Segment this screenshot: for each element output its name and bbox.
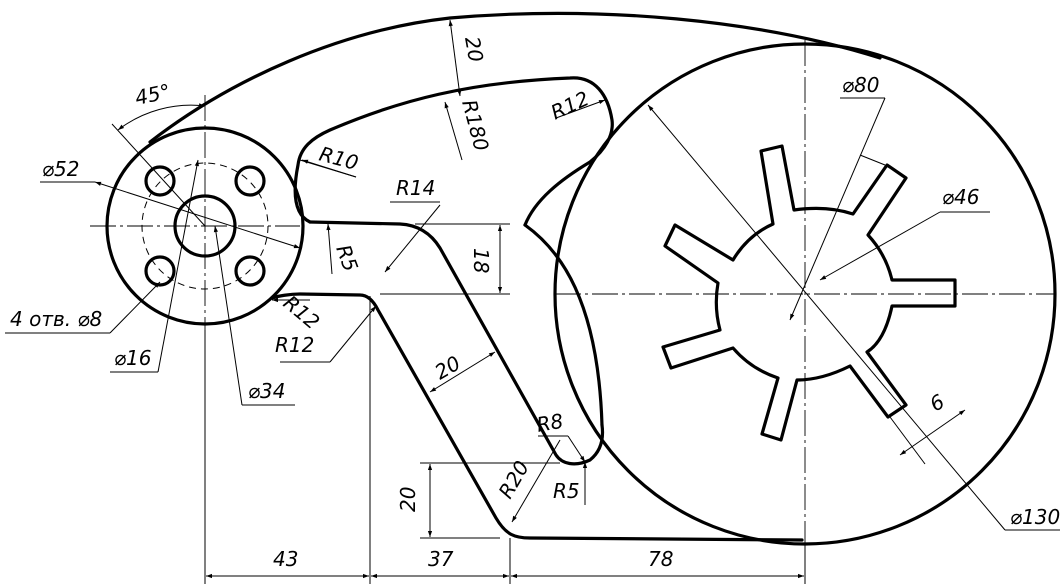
label-6: 6 — [926, 389, 949, 416]
dimension-labels: 45° ⌀52 4 отв. ⌀8 ⌀16 ⌀34 R10 R14 R5 R12… — [10, 35, 1060, 571]
label-diam-80: ⌀80 — [842, 73, 880, 97]
label-43: 43 — [273, 547, 298, 571]
label-diam-34: ⌀34 — [248, 379, 286, 403]
inner-channel-top — [308, 220, 605, 466]
label-diam-46: ⌀46 — [942, 185, 980, 209]
small-hole-3 — [144, 255, 176, 287]
small-hole-4 — [234, 255, 266, 287]
label-4-holes-diam-8: 4 отв. ⌀8 — [10, 307, 102, 331]
small-hole-2 — [234, 165, 266, 197]
label-45-deg: 45° — [133, 79, 173, 110]
label-r5-top: R5 — [331, 242, 363, 275]
label-r12-left: R12 — [279, 290, 325, 334]
label-r10: R10 — [317, 142, 361, 175]
small-hole-1 — [144, 165, 176, 197]
outer-top-arc — [148, 11, 882, 144]
label-20-top: 20 — [460, 35, 488, 64]
label-r8: R8 — [535, 409, 565, 437]
dimension-lines — [5, 19, 1060, 584]
right-connection — [523, 223, 604, 427]
label-diam-52: ⌀52 — [42, 157, 80, 181]
inner-channel-bottom — [270, 292, 804, 542]
label-18: 18 — [469, 248, 493, 273]
label-r5-bottom: R5 — [553, 479, 580, 503]
label-r14: R14 — [396, 176, 435, 200]
label-r12-left2: R12 — [275, 333, 314, 357]
label-r12-top: R12 — [547, 86, 593, 124]
label-78: 78 — [648, 547, 673, 571]
label-37: 37 — [428, 547, 454, 571]
label-diam-16: ⌀16 — [114, 346, 152, 370]
upper-window — [293, 76, 614, 227]
label-20-left: 20 — [396, 487, 420, 512]
label-20-slot: 20 — [431, 351, 465, 385]
star-cutout — [661, 144, 957, 442]
label-r180: R180 — [457, 97, 494, 154]
label-diam-130: ⌀130 — [1010, 505, 1060, 529]
